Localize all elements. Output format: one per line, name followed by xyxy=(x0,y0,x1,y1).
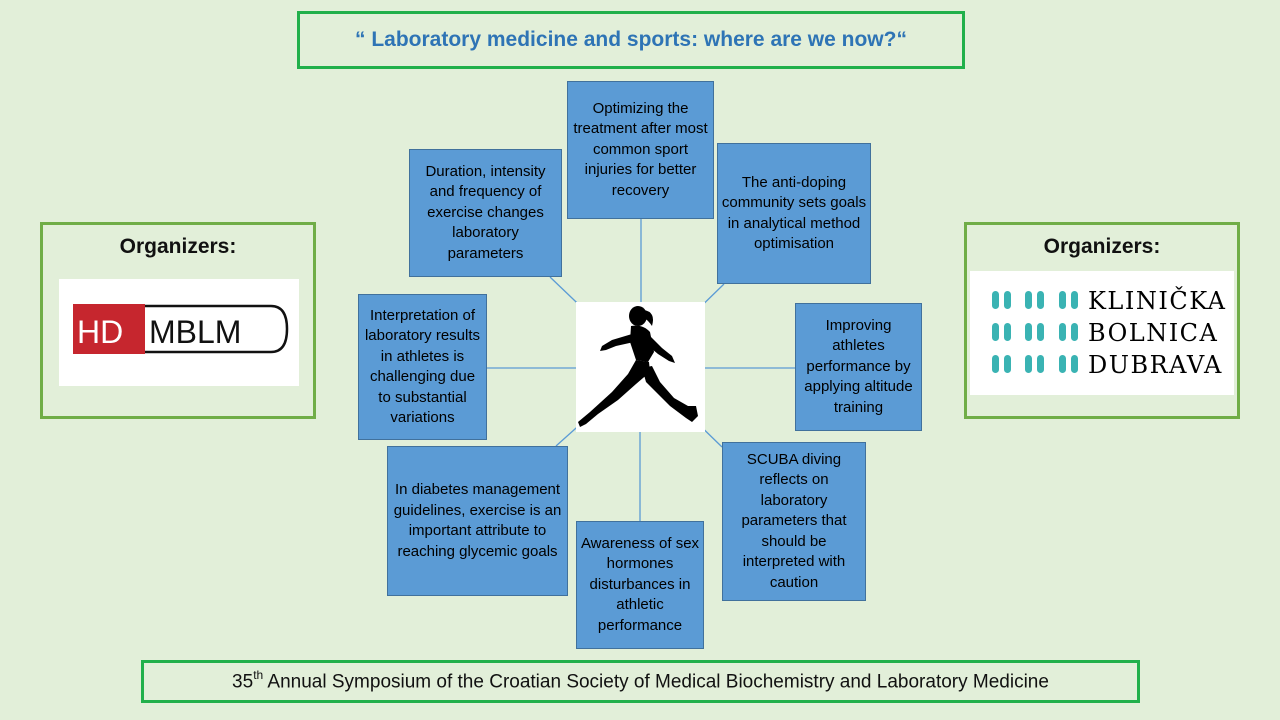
footer-ordinal-suffix: th xyxy=(253,668,264,683)
hdmblm-logo: HD MBLM xyxy=(59,279,299,386)
organizers-right-label: Organizers: xyxy=(1043,235,1161,258)
running-woman-icon xyxy=(578,306,698,427)
title-banner: “ Laboratory medicine and sports: where … xyxy=(297,11,965,69)
node-lower-left-text: In diabetes management guidelines, exerc… xyxy=(393,481,562,560)
node-lower-right-text: SCUBA diving reflects on laboratory para… xyxy=(741,450,847,591)
node-top: Optimizing the treatment after most comm… xyxy=(567,81,714,219)
footer-ordinal-number: 35 xyxy=(232,671,254,693)
node-upper-right: The anti-doping community sets goals in … xyxy=(717,143,871,284)
kbd-logo-line-1: KLINIČKA xyxy=(1088,286,1226,315)
node-left-text: Interpretation of laboratory results in … xyxy=(364,306,481,427)
node-upper-left-text: Duration, intensity and frequency of exe… xyxy=(425,162,546,262)
hdmblm-logo-text-right: MBLM xyxy=(149,314,241,350)
node-lower-left: In diabetes management guidelines, exerc… xyxy=(387,446,568,596)
kbd-logo-line-3: DUBRAVA xyxy=(1088,351,1223,379)
footer-banner: 35th Annual Symposium of the Croatian So… xyxy=(141,660,1140,703)
kbd-logo: KLINIČKA BOLNICA DUBRAVA xyxy=(970,271,1234,395)
node-bottom-text: Awareness of sex hormones disturbances i… xyxy=(580,534,700,634)
footer-text: 35th Annual Symposium of the Croatian So… xyxy=(232,668,1049,693)
hdmblm-logo-graphic: HD MBLM xyxy=(73,304,289,354)
organizers-right-box: Organizers: KLINIČKA BOLNICA DUBRAVA xyxy=(964,222,1240,419)
node-right: Improving athletes performance by applyi… xyxy=(795,303,922,431)
organizers-left-label: Organizers: xyxy=(119,235,237,258)
center-image xyxy=(576,302,705,432)
footer-symposium-name: Annual Symposium of the Croatian Society… xyxy=(263,671,1049,693)
node-left: Interpretation of laboratory results in … xyxy=(358,294,487,440)
organizers-left-box: Organizers: HD MBLM xyxy=(40,222,316,419)
kbd-logo-bars xyxy=(992,291,1078,373)
node-bottom: Awareness of sex hormones disturbances i… xyxy=(576,521,704,649)
hdmblm-logo-text-left: HD xyxy=(77,314,123,350)
page-title: “ Laboratory medicine and sports: where … xyxy=(355,28,907,51)
node-upper-right-text: The anti-doping community sets goals in … xyxy=(721,173,867,253)
node-right-text: Improving athletes performance by applyi… xyxy=(804,316,913,416)
kbd-logo-graphic: KLINIČKA BOLNICA DUBRAVA xyxy=(992,286,1226,379)
node-upper-left: Duration, intensity and frequency of exe… xyxy=(409,149,562,277)
kbd-logo-line-2: BOLNICA xyxy=(1088,319,1218,347)
node-top-text: Optimizing the treatment after most comm… xyxy=(573,99,708,199)
node-lower-right: SCUBA diving reflects on laboratory para… xyxy=(722,442,866,601)
